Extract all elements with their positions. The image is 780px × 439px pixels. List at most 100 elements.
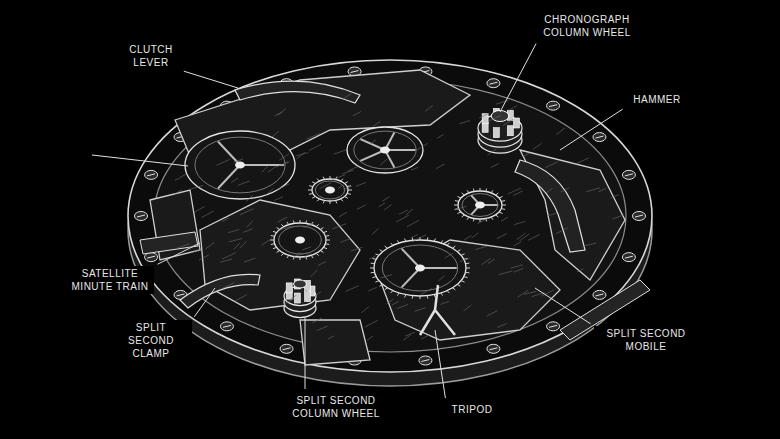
wheel-tooth <box>462 215 465 217</box>
hatch-stroke <box>475 246 487 250</box>
wheel-tooth <box>305 221 307 224</box>
hatch-stroke <box>216 159 229 165</box>
wheel-tooth <box>375 254 379 255</box>
hatch-stroke <box>240 241 247 248</box>
hatch-stroke <box>314 291 321 296</box>
screw <box>622 170 635 179</box>
hatch-stroke <box>425 105 433 111</box>
hatch-stroke <box>392 301 399 304</box>
wheel-tooth <box>499 197 502 199</box>
wheel-tooth <box>273 247 277 248</box>
wheel-rim <box>274 223 326 257</box>
hatch-stroke <box>481 258 490 265</box>
hatch-stroke <box>464 236 471 240</box>
hatch-stroke <box>397 305 408 309</box>
screw-slot <box>137 215 145 217</box>
screw <box>419 356 432 365</box>
wheel-tooth <box>455 200 459 202</box>
wheel-tooth <box>491 217 493 220</box>
hatch-stroke <box>415 308 426 311</box>
wheel-spoke <box>218 141 240 165</box>
wheel-jewel <box>295 237 305 244</box>
wheel-tooth <box>271 243 275 245</box>
hatch-stroke <box>351 247 362 251</box>
screw <box>633 212 646 221</box>
hatch-stroke <box>328 336 334 339</box>
wheel-tooth <box>491 190 493 193</box>
wheel-tooth <box>385 288 388 290</box>
part-label: TRIPOD <box>446 402 498 417</box>
wheel-tooth <box>375 281 379 282</box>
wheel-tooth <box>330 176 331 179</box>
hatch-stroke <box>503 119 514 126</box>
hatch-stroke <box>479 113 489 118</box>
column <box>304 292 310 302</box>
bridge <box>200 200 360 310</box>
hatch-stroke <box>513 191 523 196</box>
hatch-stroke <box>311 270 318 277</box>
hatch-stroke <box>440 301 449 304</box>
wheel-tooth <box>464 276 468 278</box>
wheel-tooth <box>341 179 343 181</box>
hatch-stroke <box>546 188 552 193</box>
wheel-tooth <box>412 296 414 299</box>
hatch-stroke <box>339 212 347 217</box>
part-label: CLUTCH LEVER <box>122 42 180 70</box>
wheel-tooth <box>309 193 313 195</box>
wheel-tooth <box>300 257 301 260</box>
wheel-tooth <box>427 237 429 240</box>
wheel-tooth <box>473 189 474 192</box>
wheel-rim <box>185 131 295 199</box>
wheel-tooth <box>467 217 469 220</box>
hatch-stroke <box>514 268 523 272</box>
hatch-stroke <box>191 249 201 252</box>
wheel-tooth <box>457 284 460 286</box>
wheel-tooth <box>273 231 277 232</box>
column <box>507 126 513 136</box>
wheel-tooth <box>293 221 295 224</box>
hatch-stroke <box>514 221 525 224</box>
wheel-tooth <box>427 296 429 299</box>
hatch-stroke <box>356 182 366 186</box>
hatch-stroke <box>194 206 205 212</box>
wheel-tooth <box>277 228 280 230</box>
hatch-stroke <box>222 283 234 289</box>
hatch-stroke <box>368 287 377 291</box>
wheel-tooth <box>316 253 318 255</box>
hatch-stroke <box>598 188 606 192</box>
leader-line <box>435 330 445 398</box>
screw-slot <box>635 215 643 217</box>
hatch-stroke <box>365 320 378 327</box>
hatch-stroke <box>373 121 381 127</box>
bridge <box>300 320 370 365</box>
wheel-jewel <box>415 265 425 272</box>
hatch-stroke <box>403 335 411 341</box>
wheel-tooth <box>325 235 329 237</box>
leader-line <box>560 109 623 150</box>
hatch-stroke <box>294 252 300 257</box>
part-label: SATELLITE MINUTE TRAIN <box>66 266 154 294</box>
hatch-stroke <box>229 238 242 241</box>
wheel-tooth <box>461 254 465 255</box>
hatch-stroke <box>246 221 252 227</box>
hatch-stroke <box>487 311 498 316</box>
wheel-tooth <box>405 295 406 298</box>
hatch-stroke <box>295 153 308 156</box>
wheel-tooth <box>496 215 499 217</box>
wheel-inner <box>354 131 416 169</box>
part-label: SPLIT SECOND MOBILE <box>594 326 698 354</box>
hatch-stroke <box>343 186 352 189</box>
hatch-stroke <box>517 290 528 297</box>
hatch-stroke <box>275 112 283 116</box>
wheel-tooth <box>501 200 505 202</box>
hatch-stroke <box>233 159 243 162</box>
hatch-stroke <box>244 258 255 262</box>
screw-slot <box>223 325 231 327</box>
screw <box>547 322 560 331</box>
hatch-stroke <box>283 162 290 166</box>
wheel-tooth <box>465 263 469 264</box>
screw-slot <box>421 360 429 362</box>
hatch-stroke <box>547 213 557 216</box>
hatch-stroke <box>561 188 570 192</box>
